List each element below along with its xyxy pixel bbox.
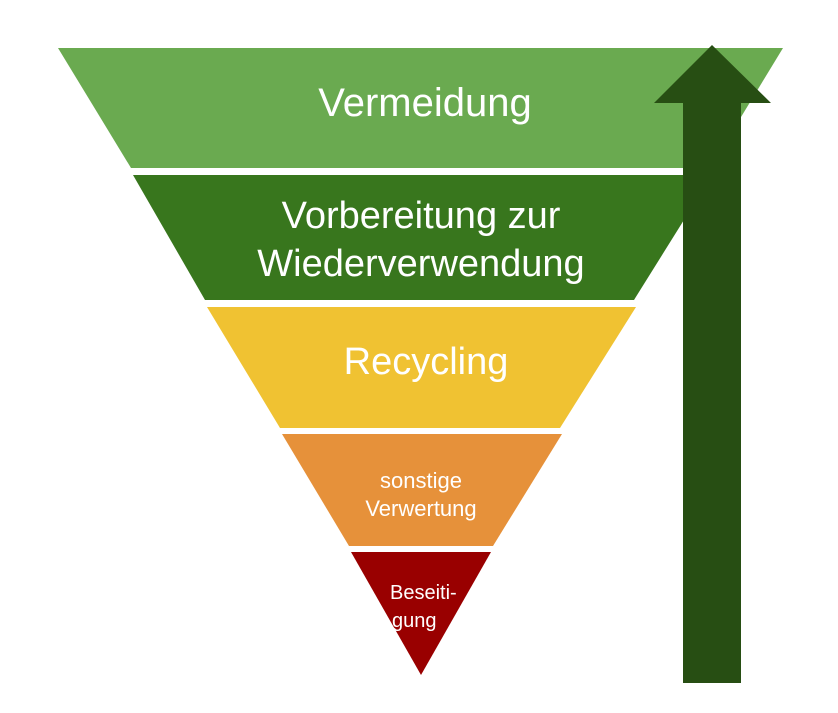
- level-vorbereitung-label-line2: Wiederverwendung: [257, 243, 584, 285]
- level-vermeidung: Vermeidung: [58, 48, 783, 168]
- level-vorbereitung-label-line1: Vorbereitung zur: [282, 195, 561, 237]
- level-recycling-label: Recycling: [344, 341, 509, 383]
- level-recycling-band: [207, 307, 636, 428]
- priority-arrow: [654, 45, 771, 683]
- level-vorbereitung-band: [133, 175, 712, 300]
- level-vermeidung-band: [58, 48, 783, 168]
- level-vermeidung-label: Vermeidung: [318, 81, 531, 125]
- level-beseitigung-label-line1: Beseiti-: [390, 582, 457, 604]
- level-sonstige-verwertung-label-line1: sonstige: [380, 468, 462, 493]
- level-beseitigung-band: [351, 552, 491, 675]
- level-sonstige-verwertung-label-line2: Verwertung: [365, 496, 476, 521]
- level-beseitigung-label-line2: gung: [392, 610, 437, 632]
- level-sonstige-verwertung-band: [282, 434, 562, 546]
- level-recycling: Recycling: [207, 307, 636, 428]
- level-vorbereitung: Vorbereitung zur Wiederverwendung: [133, 175, 712, 300]
- level-sonstige-verwertung: sonstige Verwertung: [282, 434, 562, 546]
- level-beseitigung: Beseiti- gung: [351, 552, 491, 675]
